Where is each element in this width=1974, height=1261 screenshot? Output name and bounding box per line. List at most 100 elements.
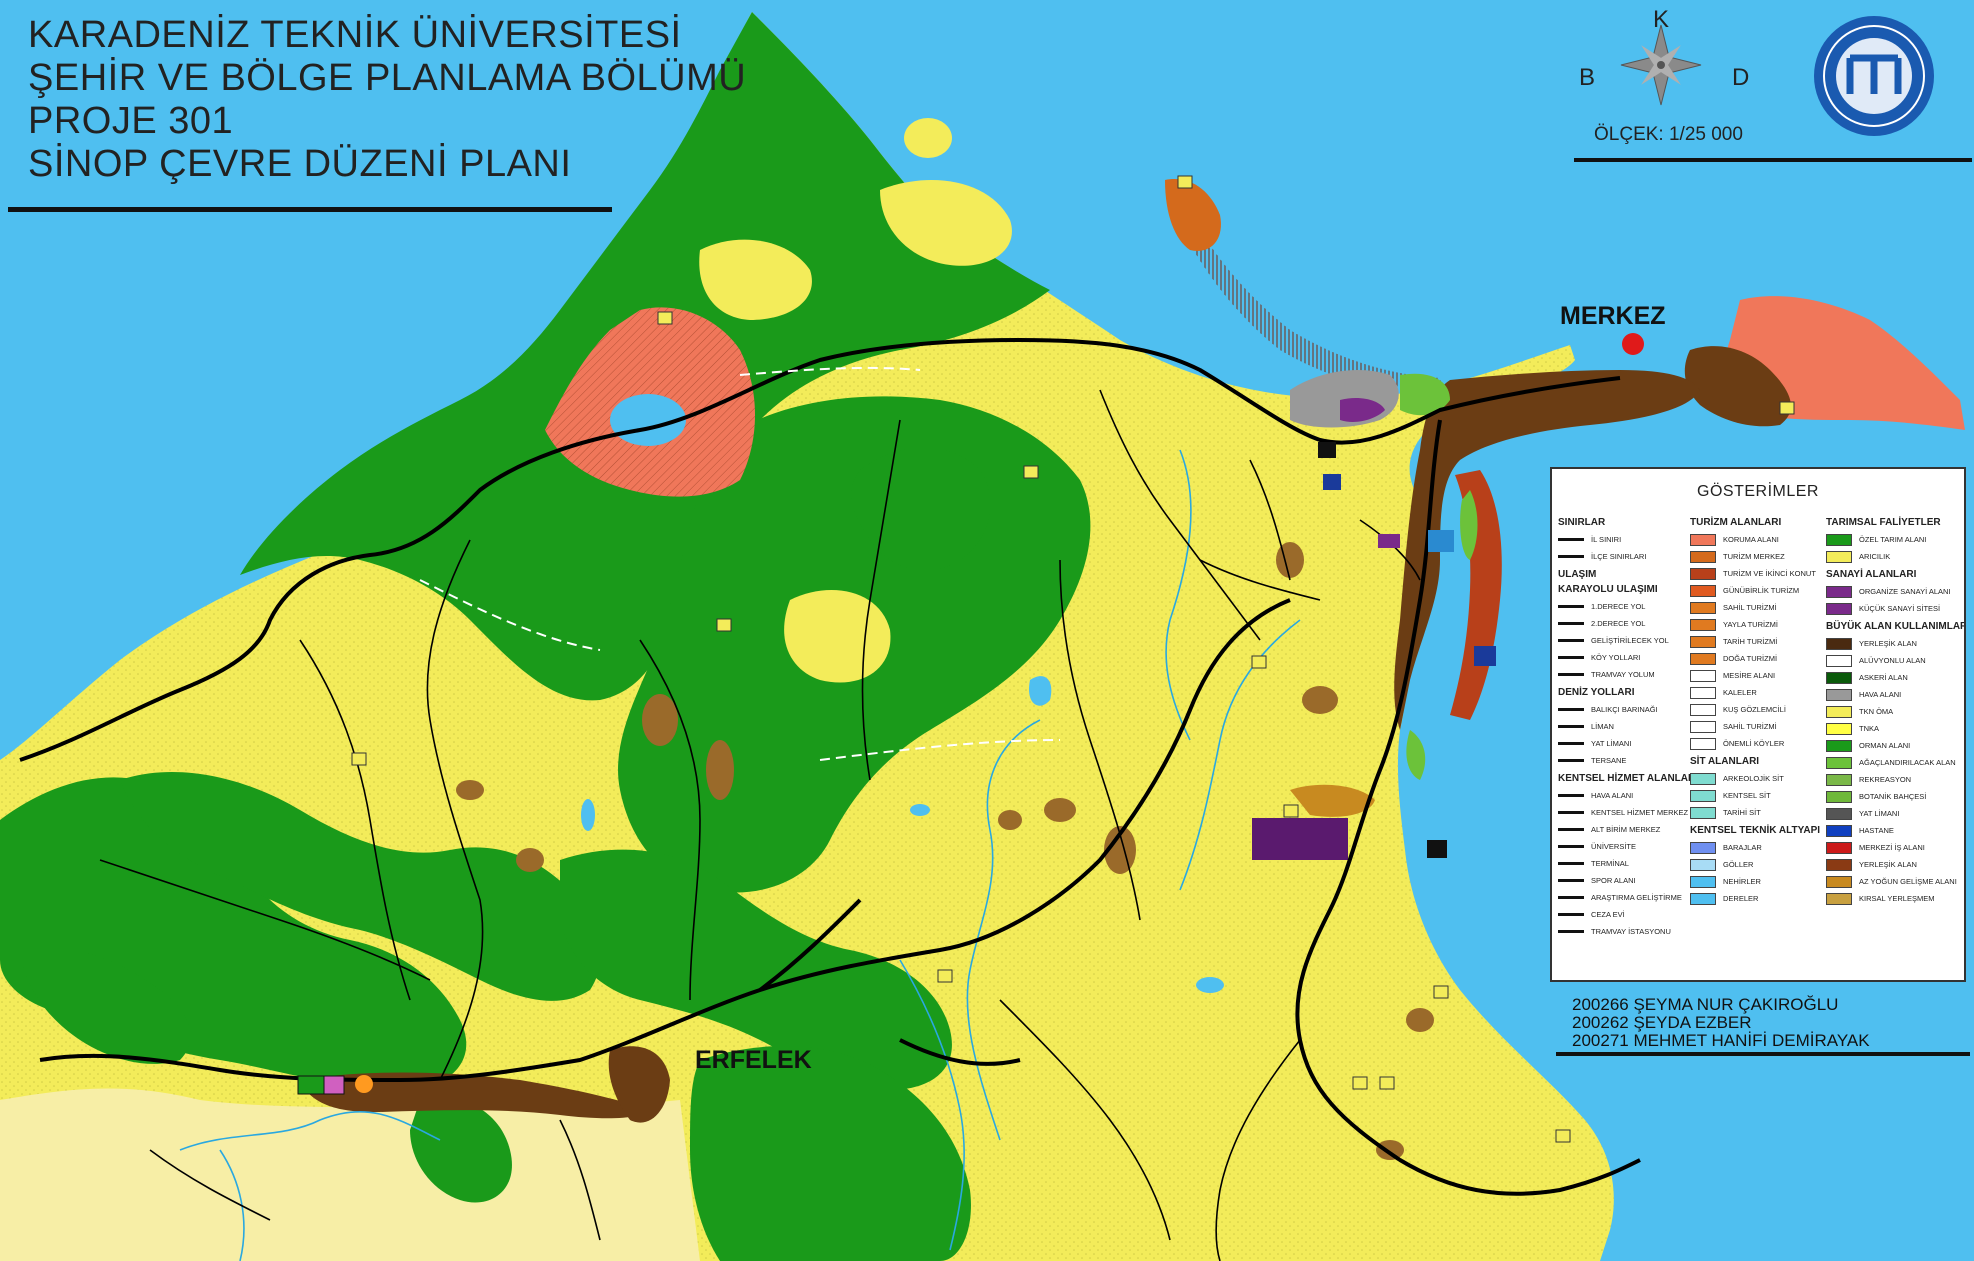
legend-item-label: 2.DERECE YOL — [1591, 619, 1646, 628]
legend-item-label: ALÜVYONLU ALAN — [1859, 656, 1926, 665]
lake-small-2 — [910, 804, 930, 816]
legend-swatch — [1558, 656, 1584, 659]
legend-swatch — [1690, 737, 1716, 750]
legend-item-label: MERKEZİ İŞ ALANI — [1859, 843, 1925, 852]
legend-item: ÜNİVERSİTE — [1558, 838, 1686, 855]
legend-item-label: LİMAN — [1591, 722, 1614, 731]
legend-swatch — [1826, 671, 1852, 684]
legend-swatch — [1826, 756, 1852, 769]
legend-item: ÖZEL TARIM ALANI — [1826, 531, 1964, 548]
legend-item-label: ARICILIK — [1859, 552, 1891, 561]
legend-item: DERELER — [1690, 890, 1822, 907]
legend-item-label: DOĞA TURİZMİ — [1723, 654, 1778, 663]
title-block: KARADENİZ TEKNİK ÜNİVERSİTESİ ŞEHİR VE B… — [28, 14, 747, 186]
place-merkez: MERKEZ — [1560, 302, 1666, 330]
legend-swatch — [1558, 913, 1584, 916]
legend-swatch — [1826, 688, 1852, 701]
legend-swatch — [1826, 807, 1852, 820]
title-line-1: KARADENİZ TEKNİK ÜNİVERSİTESİ — [28, 14, 682, 56]
legend-item-label: YAT LİMANI — [1591, 739, 1632, 748]
university-logo — [1814, 16, 1934, 136]
legend-item: KUŞ GÖZLEMCİLİ — [1690, 701, 1822, 718]
legend-swatch — [1690, 720, 1716, 733]
legend-item-label: HAVA ALANI — [1591, 791, 1634, 800]
legend-item: KIRSAL YERLEŞMEM — [1826, 890, 1964, 907]
legend-item: KÜÇÜK SANAYİ SİTESİ — [1826, 600, 1964, 617]
legend-item: İLÇE SINIRLARI — [1558, 548, 1686, 565]
legend-item: REKREASYON — [1826, 771, 1964, 788]
author-block: 200266 ŞEYMA NUR ÇAKIROĞLU 200262 ŞEYDA … — [1556, 996, 1970, 1056]
legend-item: KENTSEL HİZMET MERKEZ — [1558, 804, 1688, 821]
legend-swatch — [1826, 841, 1852, 854]
legend-item-label: TERSANE — [1591, 756, 1627, 765]
legend-item: YAYLA TURİZMİ — [1690, 616, 1822, 633]
forest-southwest — [120, 771, 601, 1001]
legend-item-label: SAHİL TURİZMİ — [1723, 603, 1777, 612]
forest-south-patch — [410, 1097, 512, 1203]
legend-item-label: TERMİNAL — [1591, 859, 1629, 868]
legend-item-label: ORGANİZE SANAYİ ALANI — [1859, 587, 1951, 596]
legend-swatch — [1558, 708, 1584, 711]
legend-item: HAVA ALANI — [1558, 787, 1686, 804]
legend-swatch — [1558, 622, 1584, 625]
settlement-erfelek — [300, 1072, 650, 1119]
legend-item: BARAJLAR — [1690, 839, 1822, 856]
scale-label: ÖLÇEK: 1/25 000 — [1594, 124, 1743, 145]
legend-swatch — [1690, 550, 1716, 563]
title-line-2: ŞEHİR VE BÖLGE PLANLAMA BÖLÜMÜ — [28, 57, 747, 99]
legend-item: TARİHİ SİT — [1690, 804, 1822, 821]
legend-item: HASTANE — [1826, 822, 1964, 839]
legend-item: ÖNEMLİ KÖYLER — [1690, 735, 1822, 752]
legend-item: AZ YOĞUN GELİŞME ALANI — [1826, 873, 1964, 890]
legend-item: 2.DERECE YOL — [1558, 615, 1686, 632]
legend-item: TERMİNAL — [1558, 855, 1686, 872]
legend-item-label: GELİŞTİRİLECEK YOL — [1591, 636, 1669, 645]
legend-swatch — [1558, 794, 1584, 797]
legend-item: BALIKÇI BARINAĞI — [1558, 701, 1686, 718]
legend-item: GELİŞTİRİLECEK YOL — [1558, 632, 1686, 649]
legend-swatch — [1690, 703, 1716, 716]
clearing-top — [904, 118, 952, 158]
legend-item-label: KIRSAL YERLEŞMEM — [1859, 894, 1935, 903]
legend-swatch — [1558, 811, 1584, 814]
header-divider — [1574, 158, 1972, 162]
lake-center — [1029, 676, 1052, 706]
title-line-4: SİNOP ÇEVRE DÜZENİ PLANI — [28, 143, 572, 185]
legend-item: YERLEŞİK ALAN — [1826, 635, 1964, 652]
settlement-erfelek-2 — [608, 1046, 670, 1123]
legend-swatch — [1558, 879, 1584, 882]
legend-item-label: YERLEŞİK ALAN — [1859, 639, 1917, 648]
legend-swatch — [1690, 635, 1716, 648]
settlement-11 — [1376, 1140, 1404, 1160]
legend-item-label: İL SINIRI — [1591, 535, 1622, 544]
legend-item-label: 1.DERECE YOL — [1591, 602, 1646, 611]
legend-swatch — [1826, 773, 1852, 786]
clearing-north-2 — [880, 180, 1012, 266]
legend-swatch — [1558, 930, 1584, 933]
legend-swatch — [1690, 841, 1716, 854]
settlement-6 — [1044, 798, 1076, 822]
legend-section-heading: DENİZ YOLLARI — [1558, 687, 1635, 698]
legend-swatch — [1558, 896, 1584, 899]
legend-swatch — [1690, 875, 1716, 888]
legend-swatch — [1690, 686, 1716, 699]
legend-swatch — [1690, 533, 1716, 546]
legend-item-label: GÜNÜBİRLİK TURİZM — [1723, 586, 1800, 595]
legend-swatch — [1826, 550, 1852, 563]
legend-section-heading: KARAYOLU ULAŞIMI — [1558, 584, 1658, 595]
legend-swatch — [1690, 789, 1716, 802]
legend-item-label: YAYLA TURİZMİ — [1723, 620, 1779, 629]
legend-swatch — [1558, 742, 1584, 745]
legend-item: GÖLLER — [1690, 856, 1822, 873]
legend-swatch — [1826, 654, 1852, 667]
legend-section-heading: ULAŞIM — [1558, 569, 1597, 580]
author-3: 200271 MEHMET HANİFİ DEMİRAYAK — [1572, 1031, 1870, 1050]
legend-item: İL SINIRI — [1558, 531, 1686, 548]
legend-swatch — [1690, 584, 1716, 597]
legend-section-heading: SANAYİ ALANLARI — [1826, 569, 1917, 580]
legend-swatch — [1690, 892, 1716, 905]
